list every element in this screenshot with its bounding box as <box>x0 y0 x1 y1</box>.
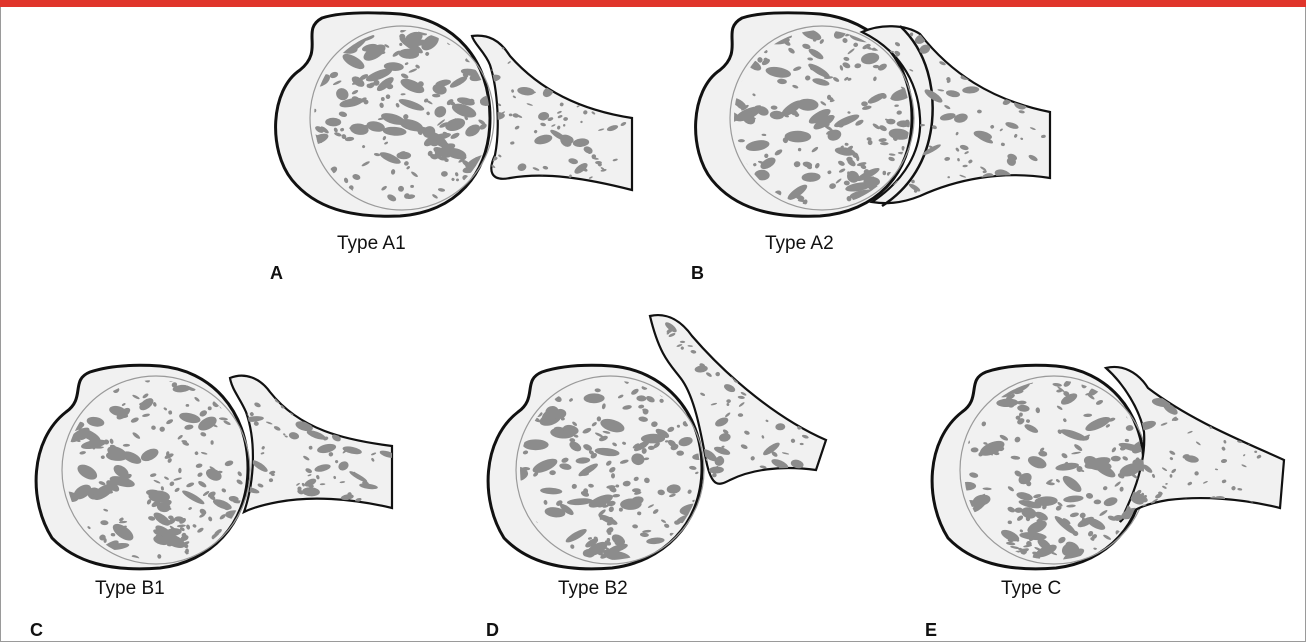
panel-type-b2: Type B2 D <box>420 300 860 642</box>
type-label: Type C <box>1001 578 1061 600</box>
panel-type-a2: Type A2 B <box>0 0 1100 300</box>
joint-illustration-b2 <box>420 300 860 642</box>
panel-letter: C <box>30 620 43 641</box>
panel-type-c: Type C E <box>900 300 1306 642</box>
joint-illustration-c <box>900 300 1306 642</box>
type-label: Type B1 <box>95 578 165 600</box>
type-label: Type A2 <box>765 233 834 255</box>
joint-illustration-b1 <box>0 300 420 642</box>
panel-letter: B <box>691 263 704 284</box>
panel-letter: E <box>925 620 937 641</box>
type-label: Type B2 <box>558 578 628 600</box>
panel-letter: D <box>486 620 499 641</box>
panel-type-b1: Type B1 C <box>0 300 420 642</box>
joint-illustration-a2 <box>0 0 1100 300</box>
